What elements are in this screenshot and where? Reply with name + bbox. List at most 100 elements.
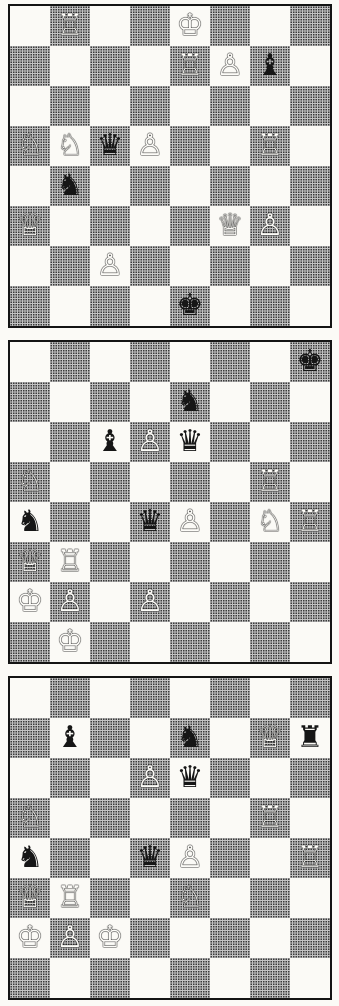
square-d1 <box>130 958 170 998</box>
square-a6 <box>10 422 50 462</box>
black-queen-icon: ♛ <box>130 502 170 542</box>
white-pawn-icon: ♙ <box>130 126 170 166</box>
square-b1 <box>50 958 90 998</box>
square-f1 <box>210 286 250 326</box>
square-b7 <box>50 46 90 86</box>
square-a8 <box>10 678 50 718</box>
square-b8 <box>50 342 90 382</box>
square-a7 <box>10 382 50 422</box>
square-a7 <box>10 46 50 86</box>
square-b6 <box>50 422 90 462</box>
square-e1 <box>170 958 210 998</box>
square-b2 <box>50 246 90 286</box>
white-king-icon: ♔ <box>90 918 130 958</box>
square-a8 <box>10 342 50 382</box>
square-e6 <box>170 86 210 126</box>
square-f1 <box>210 958 250 998</box>
square-f3 <box>210 878 250 918</box>
square-h2 <box>290 582 330 622</box>
square-a1 <box>10 622 50 662</box>
square-d4 <box>130 166 170 206</box>
square-a6 <box>10 86 50 126</box>
black-knight-icon: ♞ <box>170 718 210 758</box>
white-pawn-icon: ♙ <box>170 502 210 542</box>
square-d8 <box>130 678 170 718</box>
square-b5 <box>50 798 90 838</box>
square-h6 <box>290 422 330 462</box>
square-g6 <box>250 422 290 462</box>
square-h7 <box>290 46 330 86</box>
square-b4 <box>50 838 90 878</box>
white-knight-icon: ♘ <box>10 798 50 838</box>
white-knight-icon: ♘ <box>170 878 210 918</box>
white-queen-icon: ♕ <box>10 878 50 918</box>
black-queen-icon: ♛ <box>90 126 130 166</box>
black-knight-icon: ♞ <box>10 838 50 878</box>
square-c6 <box>90 758 130 798</box>
square-d6 <box>130 86 170 126</box>
square-b8 <box>50 678 90 718</box>
square-g2 <box>250 246 290 286</box>
square-d3 <box>130 878 170 918</box>
square-f6 <box>210 758 250 798</box>
square-d2 <box>130 918 170 958</box>
square-f2 <box>210 918 250 958</box>
white-pawn-icon: ♙ <box>90 246 130 286</box>
square-c5 <box>90 462 130 502</box>
square-f6 <box>210 86 250 126</box>
square-c7 <box>90 46 130 86</box>
square-h4 <box>290 166 330 206</box>
white-knight-icon: ♘ <box>50 126 90 166</box>
black-knight-icon: ♞ <box>170 382 210 422</box>
black-bishop-icon: ♝ <box>90 422 130 462</box>
square-f6 <box>210 422 250 462</box>
square-g4 <box>250 838 290 878</box>
square-d7 <box>130 382 170 422</box>
square-c1 <box>90 286 130 326</box>
white-knight-icon: ♘ <box>10 462 50 502</box>
square-a1 <box>10 286 50 326</box>
white-rook-icon: ♖ <box>170 46 210 86</box>
square-c1 <box>90 958 130 998</box>
white-queen-icon: ♕ <box>210 206 250 246</box>
square-b3 <box>50 206 90 246</box>
square-d5 <box>130 462 170 502</box>
square-d5 <box>130 798 170 838</box>
square-h3 <box>290 542 330 582</box>
square-h8 <box>290 6 330 46</box>
square-c4 <box>90 838 130 878</box>
white-rook-icon: ♖ <box>250 462 290 502</box>
white-pawn-icon: ♙ <box>50 918 90 958</box>
square-b1 <box>50 286 90 326</box>
white-knight-icon: ♘ <box>250 502 290 542</box>
square-d8 <box>130 6 170 46</box>
square-g1 <box>250 958 290 998</box>
black-queen-icon: ♛ <box>130 838 170 878</box>
square-h1 <box>290 286 330 326</box>
square-f4 <box>210 838 250 878</box>
white-rook-icon: ♖ <box>50 878 90 918</box>
square-d2 <box>130 246 170 286</box>
square-g6 <box>250 758 290 798</box>
square-d1 <box>130 286 170 326</box>
white-pawn-icon: ♙ <box>170 838 210 878</box>
square-e2 <box>170 246 210 286</box>
white-pawn-icon: ♙ <box>250 206 290 246</box>
square-g2 <box>250 918 290 958</box>
square-c6 <box>90 86 130 126</box>
square-f4 <box>210 502 250 542</box>
square-d1 <box>130 622 170 662</box>
square-f2 <box>210 246 250 286</box>
white-king-icon: ♔ <box>50 622 90 662</box>
black-king-icon: ♚ <box>290 342 330 382</box>
square-d7 <box>130 718 170 758</box>
square-g3 <box>250 542 290 582</box>
chess-board-3: ♝♞♕♜♙♛♘♖♞♛♙♖♕♖♘♔♙♔ <box>8 676 332 1000</box>
white-rook-icon: ♖ <box>290 838 330 878</box>
white-king-icon: ♔ <box>10 918 50 958</box>
square-a8 <box>10 6 50 46</box>
square-h8 <box>290 678 330 718</box>
square-c3 <box>90 206 130 246</box>
white-queen-icon: ♕ <box>250 718 290 758</box>
square-e2 <box>170 918 210 958</box>
